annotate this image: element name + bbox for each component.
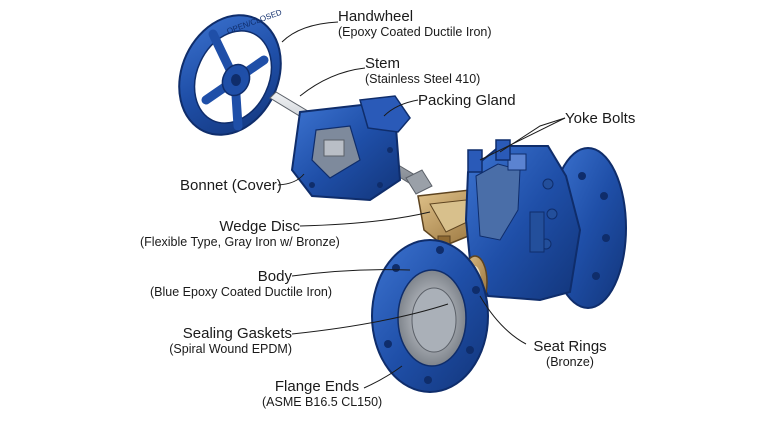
valve-body <box>464 145 627 309</box>
callout-handwheel: Handwheel (Epoxy Coated Ductile Iron) <box>338 8 492 40</box>
flange-end-left <box>371 239 489 393</box>
callout-body-name: Body <box>257 268 292 285</box>
callout-bonnet: Bonnet (Cover) <box>180 177 282 194</box>
callout-flange-ends-name: Flange Ends <box>274 378 360 395</box>
callout-seat-rings-name: Seat Rings <box>533 338 607 355</box>
callout-wedge-disc: Wedge Disc (Flexible Type, Gray Iron w/ … <box>140 218 340 250</box>
callout-sealing-gaskets-name: Sealing Gaskets <box>182 325 292 342</box>
callout-handwheel-sub: (Epoxy Coated Ductile Iron) <box>338 25 492 40</box>
callout-body-sub: (Blue Epoxy Coated Ductile Iron) <box>150 285 333 300</box>
callout-stem-sub: (Stainless Steel 410) <box>365 72 481 87</box>
callout-sealing-gaskets: Sealing Gaskets (Spiral Wound EPDM) <box>160 325 292 357</box>
packing-gland <box>359 95 411 133</box>
callout-flange-ends-sub: (ASME B16.5 CL150) <box>262 395 383 410</box>
callout-packing-gland: Packing Gland <box>418 92 516 109</box>
callout-body: Body (Blue Epoxy Coated Ductile Iron) <box>150 268 333 300</box>
leader-lines <box>277 21 566 389</box>
callout-seat-rings: Seat Rings (Bronze) <box>520 338 620 370</box>
callout-stem-name: Stem <box>365 55 401 72</box>
callout-flange-ends: Flange Ends (ASME B16.5 CL150) <box>262 378 383 410</box>
callout-wedge-disc-sub: (Flexible Type, Gray Iron w/ Bronze) <box>140 235 340 250</box>
callout-bonnet-name: Bonnet (Cover) <box>180 177 282 194</box>
callout-yoke-bolts: Yoke Bolts <box>565 110 635 127</box>
callout-seat-rings-sub: (Bronze) <box>546 355 594 370</box>
callout-sealing-gaskets-sub: (Spiral Wound EPDM) <box>169 342 292 357</box>
handwheel: OPEN/CLOSED <box>178 8 283 136</box>
callout-stem: Stem (Stainless Steel 410) <box>365 55 480 87</box>
callout-packing-gland-name: Packing Gland <box>418 92 516 109</box>
callout-wedge-disc-name: Wedge Disc <box>219 218 300 235</box>
callout-yoke-bolts-name: Yoke Bolts <box>565 110 636 127</box>
callout-handwheel-name: Handwheel <box>338 8 414 25</box>
